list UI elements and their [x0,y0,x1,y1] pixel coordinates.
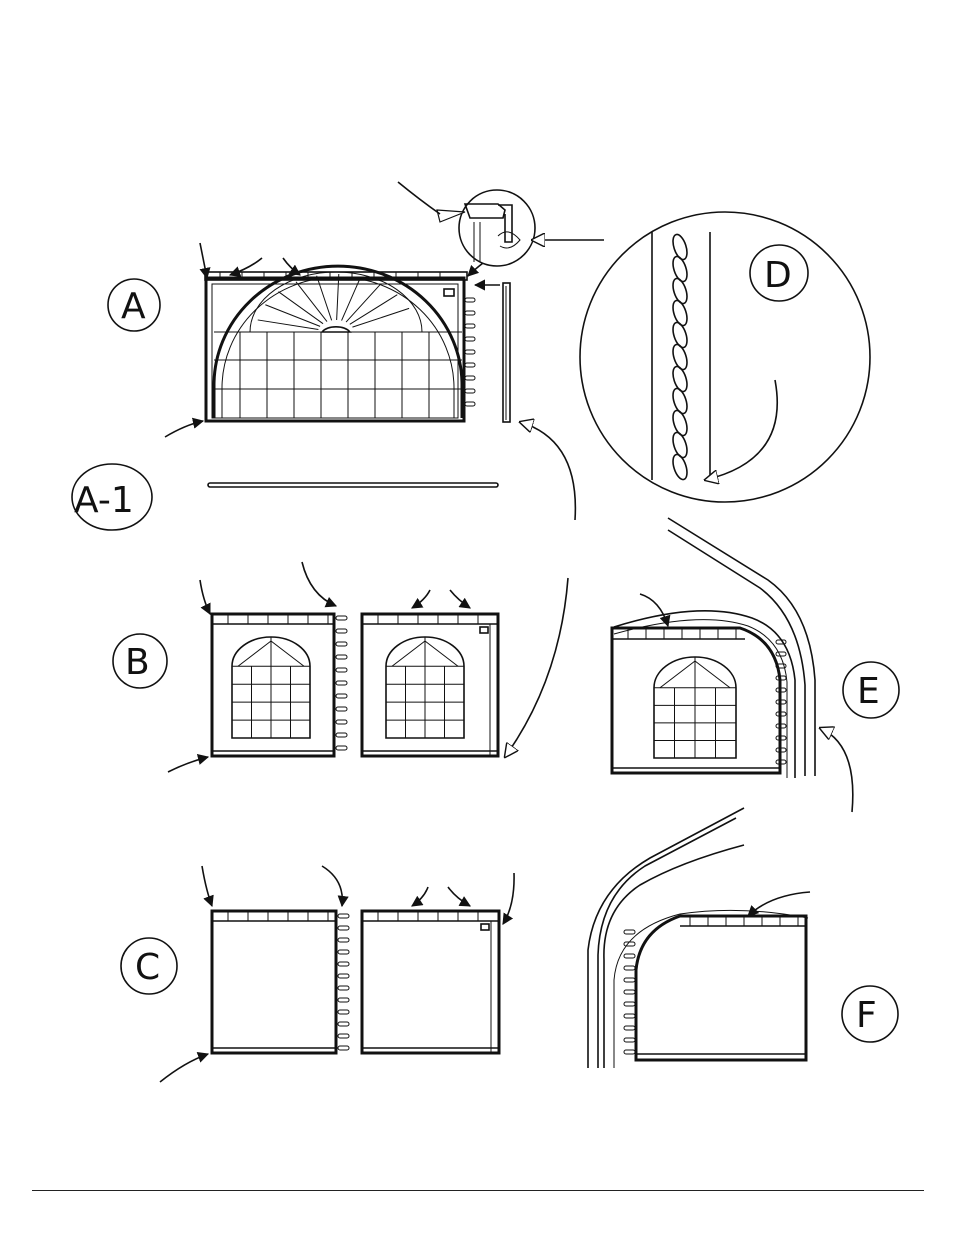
zipper-loop [624,954,635,958]
zipper-loop [465,298,475,302]
zipper-loop [338,938,349,942]
zipper-loop [336,655,347,659]
window-mullion [392,641,425,666]
zipper-loop [465,363,475,367]
zipper-loop [624,1014,635,1018]
panel-d-detail-circle [580,212,870,502]
zipper-loop [338,914,349,918]
panel-b-right-wall [362,614,498,756]
zipper-loop [465,389,475,393]
zipper-loop [336,694,347,698]
zipper-loop [336,707,347,711]
zipper-loop [336,733,347,737]
panel-c-right-wall [362,911,499,1053]
sunburst-ray [258,320,319,330]
zipper-loop [465,350,475,354]
window-mullion [425,641,458,666]
zipper-loop [338,1010,349,1014]
label-a: A [121,286,146,327]
sunburst-ray [342,277,361,321]
window-mullion [238,641,271,666]
zipper-loop [338,962,349,966]
zipper-loop [338,998,349,1002]
panel-d: D [580,212,870,502]
zipper-loop [338,1034,349,1038]
zipper-loop [624,1050,635,1054]
zipper-loop [465,311,475,315]
zipper-loop [624,990,635,994]
zipper-loop [465,376,475,380]
window-mullion [660,661,695,688]
panel-c-left-wall [212,911,336,1053]
zipper-loop [336,720,347,724]
zipper-loop [624,1038,635,1042]
zipper-loop [465,324,475,328]
zipper-loop [336,642,347,646]
label-f: F [856,995,877,1036]
zipper-loop [338,974,349,978]
window-mullion [695,661,730,688]
label-e: E [857,671,880,712]
label-c: C [135,947,160,988]
zipper-loop [336,629,347,633]
zipper-loop [336,746,347,750]
panel-c: C [121,866,514,1082]
zipper-loop [776,652,786,656]
label-b: B [125,642,150,683]
zipper-loop [624,942,635,946]
sunburst-ray [317,276,332,321]
zipper-loop [465,402,475,406]
zipper-loop [624,978,635,982]
zipper-loop [338,1022,349,1026]
panel-a-buckle [444,289,454,296]
zipper-loop [338,1046,349,1050]
zipper-loop [624,966,635,970]
zipper-loop [336,668,347,672]
panel-e-wall [612,628,780,773]
zipper-loop [336,681,347,685]
label-a1: A-1 [74,480,134,521]
panel-f-wall [636,916,806,1060]
panel-b: B [113,562,568,772]
zipper-loop [338,950,349,954]
label-d: D [764,255,792,296]
zipper-loop [338,926,349,930]
zipper-loop [336,616,347,620]
panel-a1: A-1 [72,422,575,530]
panel-a-detail-bubble [398,182,604,276]
sunburst-ray [337,274,339,320]
window-mullion [271,641,304,666]
footer-rule [32,1190,924,1191]
panel-a: A [108,182,604,437]
zipper-loop [624,1026,635,1030]
panel-a1-rod [208,483,498,487]
panel-f: F [588,808,898,1068]
panel-e: E [612,518,899,812]
zipper-loop [624,930,635,934]
zipper-loop [465,337,475,341]
zipper-loop [338,986,349,990]
zipper-loop [624,1002,635,1006]
panel-b-left-wall [212,614,334,756]
